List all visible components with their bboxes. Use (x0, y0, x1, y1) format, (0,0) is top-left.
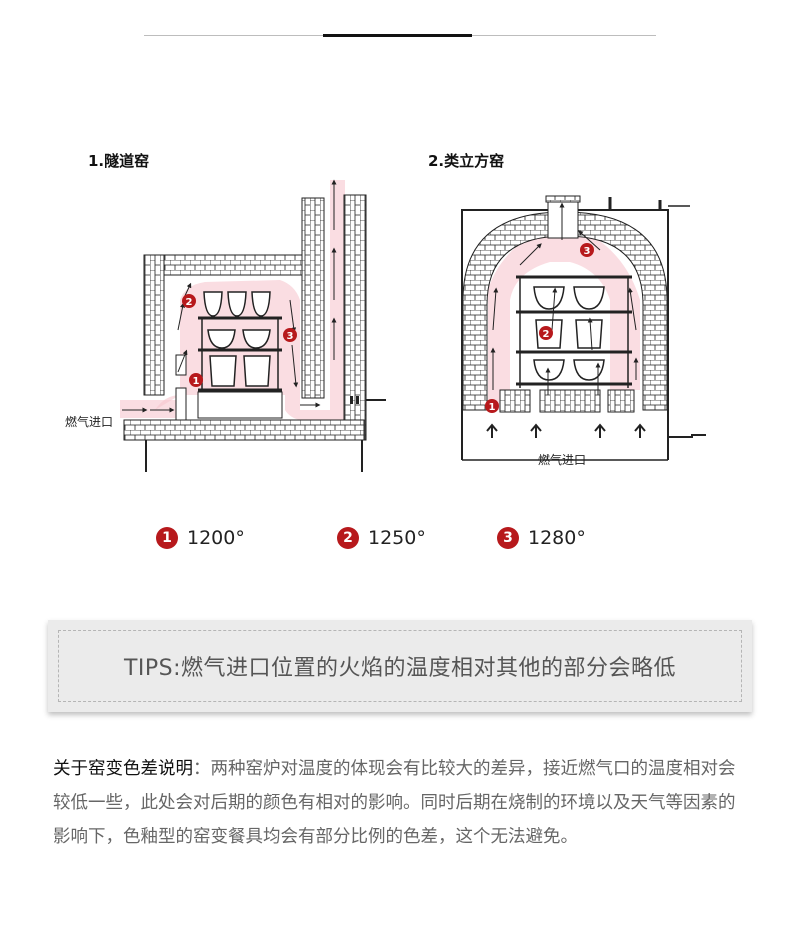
tunnel-burner-block-bottom (175, 387, 187, 421)
cube-outlet (668, 434, 706, 438)
kiln-diagrams: 1 2 3 (65, 179, 706, 472)
tunnel-damper-knob (350, 396, 353, 404)
tips-dashed-border: TIPS:燃气进口位置的火焰的温度相对其他的部分会略低 (58, 630, 742, 702)
cube-inlet-label: 燃气进口 (538, 452, 586, 467)
cube-flow-arrows (490, 202, 639, 395)
tunnel-chimney-outer (343, 194, 367, 441)
color-difference-note: 关于窑变色差说明：两种窑炉对温度的体现会有比较大的差异，接近燃气口的温度相对会较… (53, 752, 743, 854)
cube-marker-1: 1 (485, 399, 499, 413)
tunnel-left-wall (143, 254, 165, 396)
tunnel-kiln-title: 1.隧道窑 (88, 152, 150, 170)
legend-temp-1: 1200° (187, 527, 245, 549)
svg-text:2: 2 (543, 329, 550, 340)
tunnel-kiln: 1 2 3 (120, 179, 386, 472)
note-body: ：两种窑炉对温度的体现会有比较大的差异，接近燃气口的温度相对会较低一些，此处会对… (53, 759, 736, 847)
tunnel-marker-2: 2 (182, 294, 196, 308)
legend-marker-3: 3 (497, 527, 519, 549)
tunnel-inlet-label: 燃气进口 (65, 414, 113, 429)
legend-marker-1: 1 (156, 527, 178, 549)
cube-kiln: 1 2 3 (461, 195, 706, 461)
legend-item-1: 1 1200° (156, 524, 245, 552)
tunnel-flow-arrows (122, 179, 337, 413)
cube-marker-2: 2 (539, 326, 553, 340)
cube-arch (462, 211, 668, 411)
tunnel-inlet-glow (120, 400, 180, 418)
top-divider-accent (323, 34, 472, 37)
cube-floor-brick-mid (539, 389, 601, 413)
tips-box: TIPS:燃气进口位置的火焰的温度相对其他的部分会略低 (48, 620, 752, 712)
svg-text:1: 1 (193, 376, 200, 387)
cube-burner-arrows (486, 423, 646, 438)
tunnel-floor (123, 419, 365, 441)
note-lead: 关于窑变色差说明 (53, 759, 193, 779)
legend-marker-2: 2 (337, 527, 359, 549)
cube-heat-glow (488, 200, 640, 410)
cube-kiln-title: 2.类立方窑 (428, 152, 505, 170)
tunnel-marker-1: 1 (189, 373, 203, 387)
svg-text:3: 3 (287, 331, 294, 342)
legend-item-2: 2 1250° (337, 524, 426, 552)
svg-text:1: 1 (489, 402, 496, 413)
cube-floor-brick-left (499, 389, 531, 413)
tips-text: TIPS:燃气进口位置的火焰的温度相对其他的部分会略低 (123, 656, 677, 681)
tunnel-chimney-inner (301, 197, 325, 399)
legend-temp-2: 1250° (368, 527, 426, 549)
tunnel-ware-rack (197, 291, 283, 419)
svg-text:3: 3 (584, 246, 591, 257)
legend-temp-3: 1280° (528, 527, 586, 549)
tunnel-roof (163, 254, 303, 276)
cube-floor-brick-right (607, 389, 635, 413)
cube-chimney (547, 197, 579, 239)
legend-item-3: 3 1280° (497, 524, 586, 552)
tunnel-damper-knob-2 (356, 396, 359, 404)
cube-marker-3: 3 (580, 243, 594, 257)
svg-text:2: 2 (186, 297, 193, 308)
tunnel-marker-3: 3 (283, 328, 297, 342)
